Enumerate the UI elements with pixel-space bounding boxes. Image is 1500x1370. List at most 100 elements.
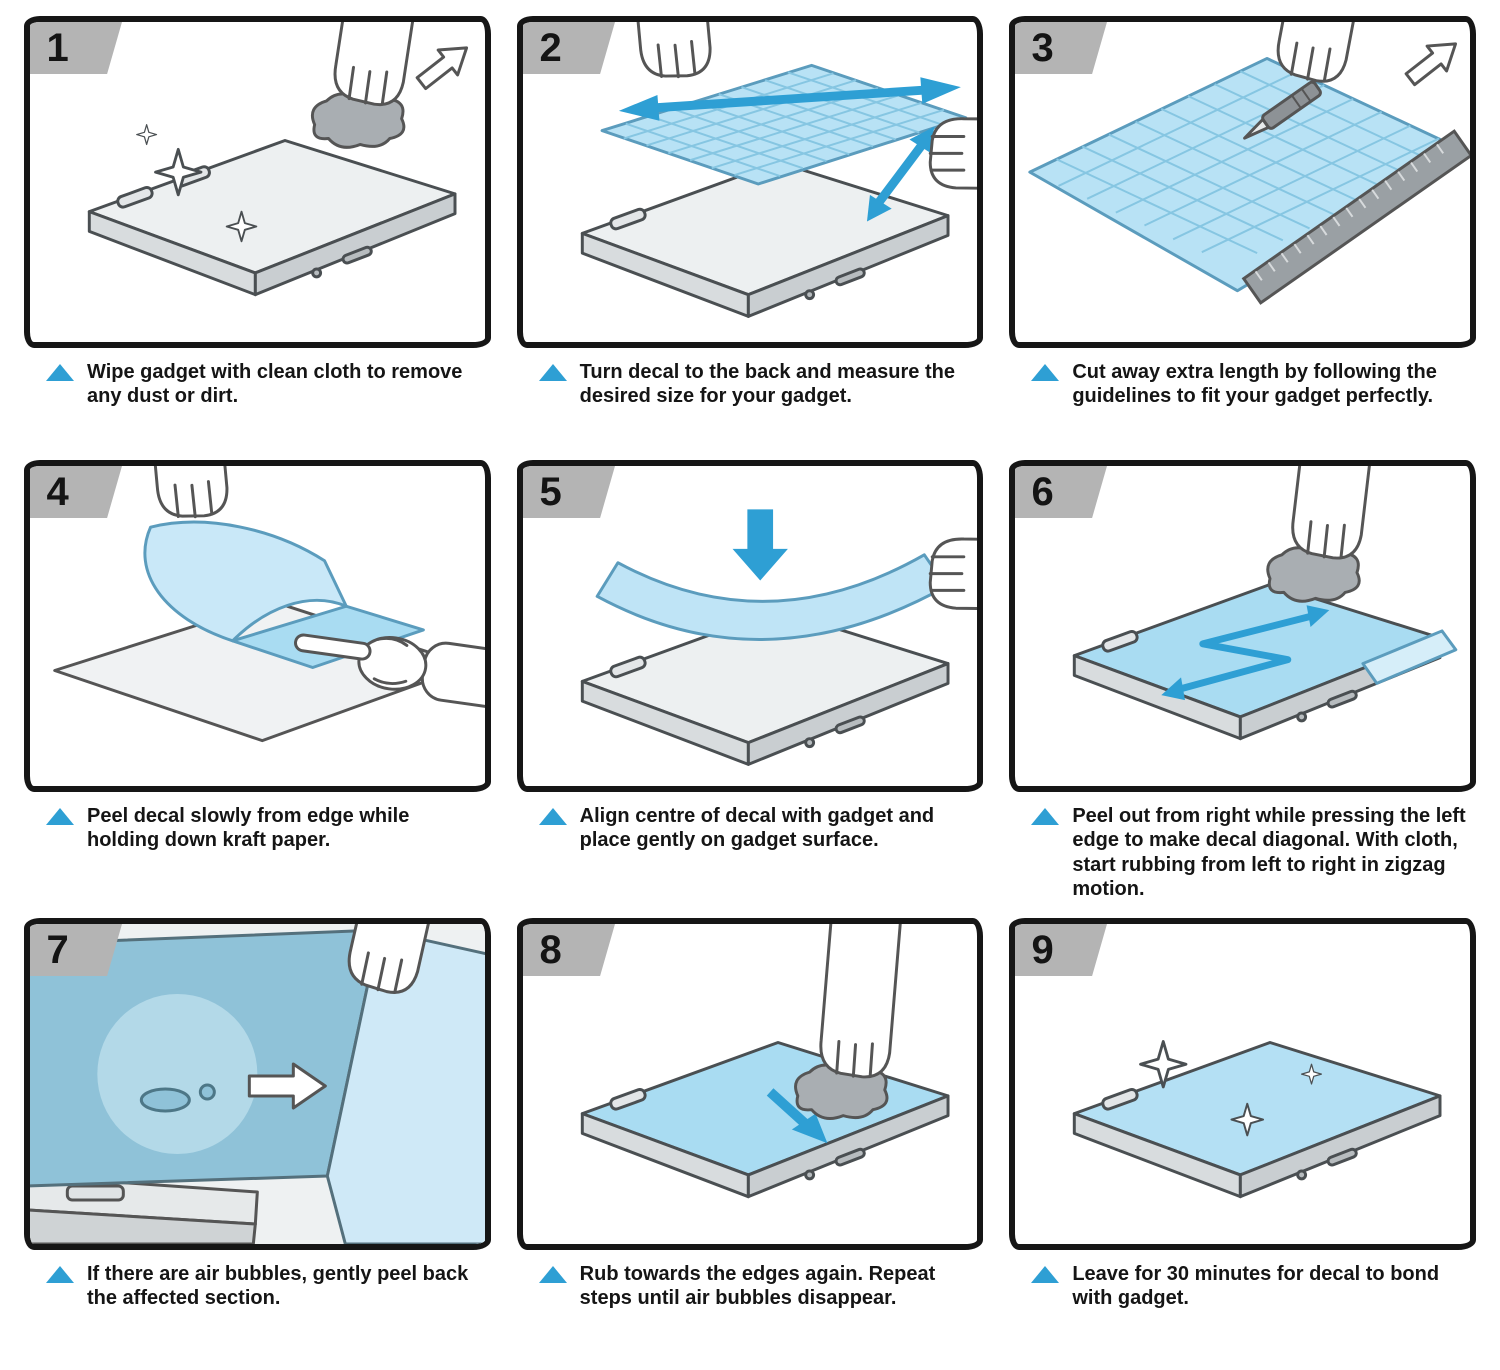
step-3: 3 Cut away extra length by following the… [1009,16,1476,452]
caption-text: Peel decal slowly from edge while holdin… [87,805,410,852]
triangle-bullet-icon [1031,1265,1060,1283]
step-caption: Wipe gadget with clean cloth to remove a… [24,348,491,452]
step-1-illustration [87,22,469,297]
hand-icon [141,466,229,519]
step-number-tab: 5 [522,466,615,518]
step-caption: Turn decal to the back and measure the d… [517,348,984,452]
measure-arrow-icon [866,126,934,222]
step-number-tab: 9 [1015,923,1108,976]
hand-icon [928,117,978,192]
triangle-bullet-icon [46,808,74,825]
step-number: 9 [1031,927,1055,972]
motion-arrow-icon [415,46,469,91]
step-caption: Peel out from right while pressing the l… [1009,792,1476,910]
triangle-bullet-icon [538,808,567,825]
step-7-illustration [30,923,485,1244]
step-number-tab: 2 [522,22,615,74]
step-caption: Align centre of decal with gadget and pl… [517,792,984,896]
hand-icon [928,537,978,612]
step-6-illustration [1073,466,1458,741]
step-6-panel: 6 [1009,460,1476,792]
caption-text: Rub towards the edges again. Repeat step… [579,1262,936,1309]
zigzag-arrow-icon [1161,605,1330,701]
step-2-illustration [580,22,978,318]
decal-peeled-part [143,520,348,643]
step-3-illustration [1028,22,1470,305]
cloth-icon [1266,544,1362,603]
triangle-bullet-icon [46,1265,74,1283]
ruler-icon [1241,129,1470,305]
step-number-tab: 8 [522,923,615,976]
step-9-illustration [1073,1039,1442,1198]
step-caption: If there are air bubbles, gently peel ba… [24,1250,491,1354]
triangle-bullet-icon [1031,364,1060,381]
step-caption: Rub towards the edges again. Repeat step… [517,1250,984,1354]
step-number: 8 [539,927,562,972]
air-bubble-icon [97,993,258,1154]
step-5-illustration [580,509,978,766]
triangle-bullet-icon [46,364,74,381]
triangle-bullet-icon [1031,808,1060,825]
hand-icon [333,22,430,107]
laptop-with-decal [1073,1040,1442,1198]
step-8-panel: 8 [516,917,984,1250]
step-number: 2 [539,26,562,70]
motion-arrow-icon [1404,42,1458,87]
rub-arrow-icon [766,1087,828,1143]
hand-icon [624,22,712,79]
step-9: 9 Leave for 30 minutes for decal to bond… [1009,917,1476,1354]
caption-text: Leave for 30 minutes for decal to bond w… [1072,1262,1440,1309]
step-number: 5 [539,470,562,514]
sparkle-icon [1139,1039,1323,1136]
step-number: 7 [46,927,69,972]
caption-text: Align centre of decal with gadget and pl… [579,805,935,852]
hand-icon [1291,466,1382,560]
step-number-tab: 7 [29,923,122,976]
hand-icon [819,923,905,1078]
decal-grid-lines [1056,70,1442,255]
step-number: 4 [46,470,69,514]
step-7-panel: 7 [24,917,491,1250]
triangle-bullet-icon [538,1265,567,1283]
step-caption: Peel decal slowly from edge while holdin… [24,792,491,896]
laptop-edge-closeup [30,1174,259,1244]
step-6: 6 Peel out from right while pressing the… [1009,460,1476,910]
step-number-tab: 1 [29,22,122,74]
hand-icon [1277,22,1379,83]
step-8: 8 Rub towards the edges again. Repeat st… [516,917,984,1354]
sparkle-icon [136,124,258,243]
caption-text: Wipe gadget with clean cloth to remove a… [87,361,463,408]
step-4-illustration [53,466,485,743]
step-3-panel: 3 [1009,16,1476,348]
step-4: 4 Peel decal slowly from edge while hold… [24,460,491,910]
measure-arrow-icon [618,77,961,121]
caption-text: Cut away extra length by following the g… [1072,361,1437,408]
step-number-tab: 6 [1015,466,1108,518]
caption-text: If there are air bubbles, gently peel ba… [87,1262,469,1309]
step-1: 1 Wipe gadget with clean cloth to remove… [24,16,491,452]
step-caption: Cut away extra length by following the g… [1009,348,1476,452]
laptop-illustration [580,160,950,318]
step-9-panel: 9 [1009,917,1476,1250]
caption-text: Peel out from right while pressing the l… [1072,805,1466,901]
decal-lifted-edge [1361,629,1458,685]
down-arrow-icon [732,509,788,581]
step-1-panel: 1 [24,16,491,348]
triangle-bullet-icon [538,364,567,381]
step-2: 2 Turn decal to the back and measure the… [516,16,984,452]
step-2-panel: 2 [516,16,984,348]
step-number: 6 [1031,470,1055,514]
step-number-tab: 3 [1015,22,1108,74]
step-4-panel: 4 [24,460,491,792]
step-number-tab: 4 [29,466,122,518]
caption-text: Turn decal to the back and measure the d… [579,361,955,408]
cutter-icon [1243,80,1323,140]
step-7: 7 If there are air bubbles, gently peel … [24,917,491,1354]
hand-icon [347,923,456,994]
decal-grid-lines [623,71,945,178]
step-caption: Leave for 30 minutes for decal to bond w… [1009,1250,1476,1354]
pointing-hand-icon [294,633,485,716]
laptop-illustration [87,139,457,297]
decal-sheet [1028,56,1470,293]
